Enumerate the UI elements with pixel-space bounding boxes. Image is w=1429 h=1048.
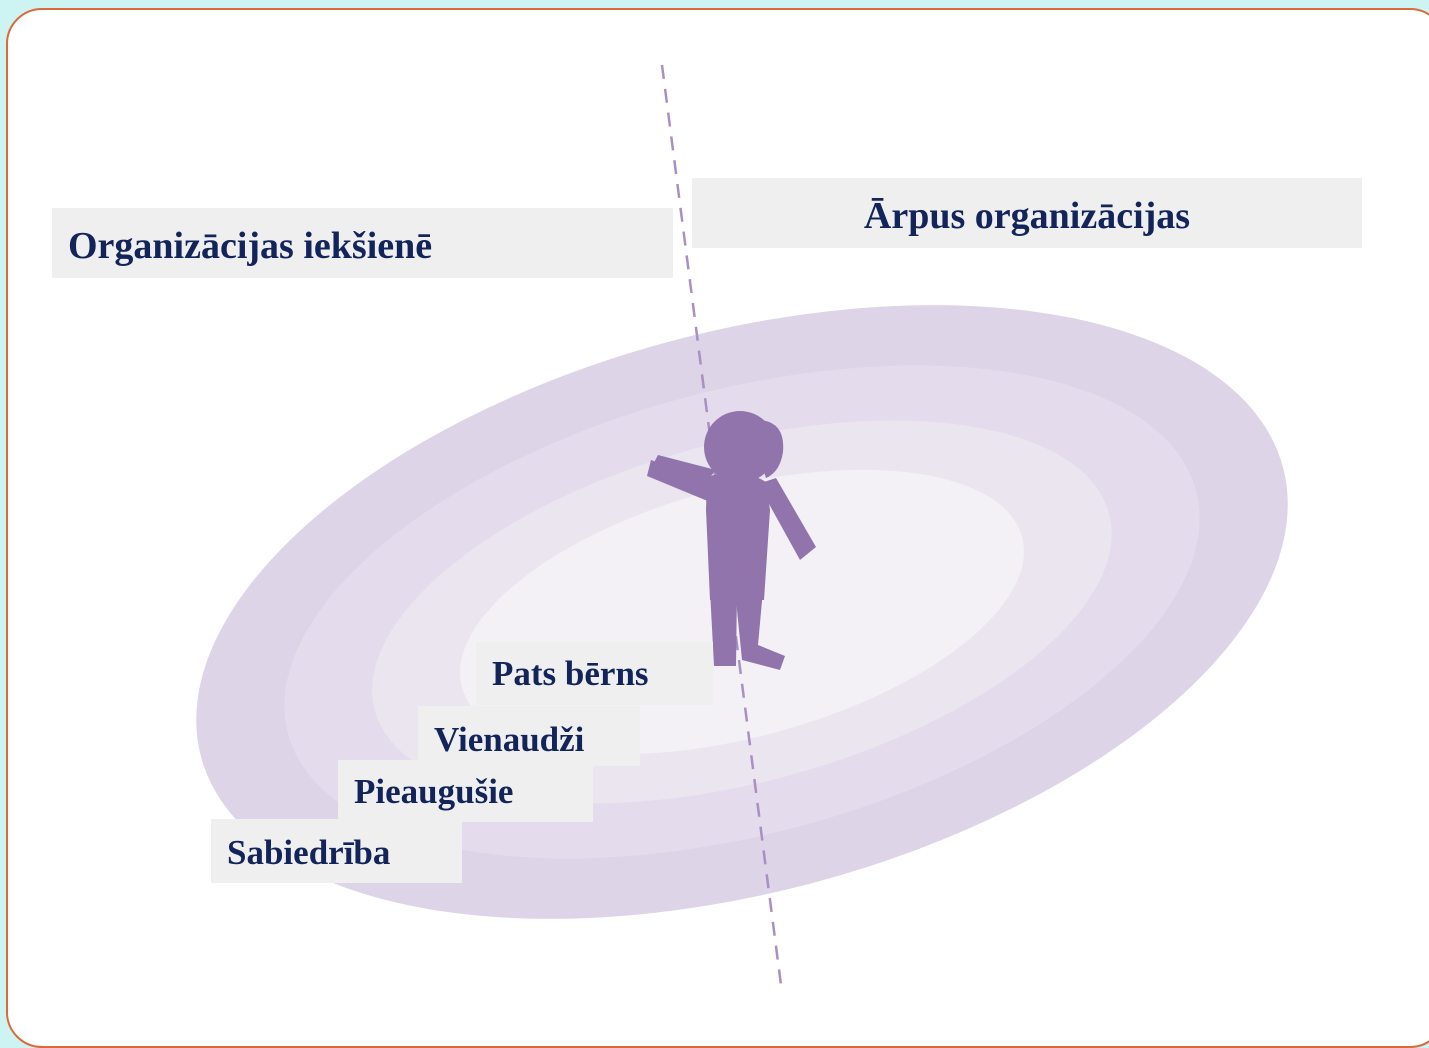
zone-label-inside: Organizācijas iekšienē	[52, 208, 673, 278]
ring-label-adults: Pieaugušie	[338, 760, 593, 822]
ring-label-self: Pats bērns	[476, 642, 713, 705]
child-figure-icon	[647, 411, 816, 670]
ring-label-society: Sabiedrība	[211, 819, 462, 883]
ring-label-peers: Vienaudži	[418, 706, 640, 766]
zone-label-outside: Ārpus organizācijas	[692, 178, 1362, 248]
